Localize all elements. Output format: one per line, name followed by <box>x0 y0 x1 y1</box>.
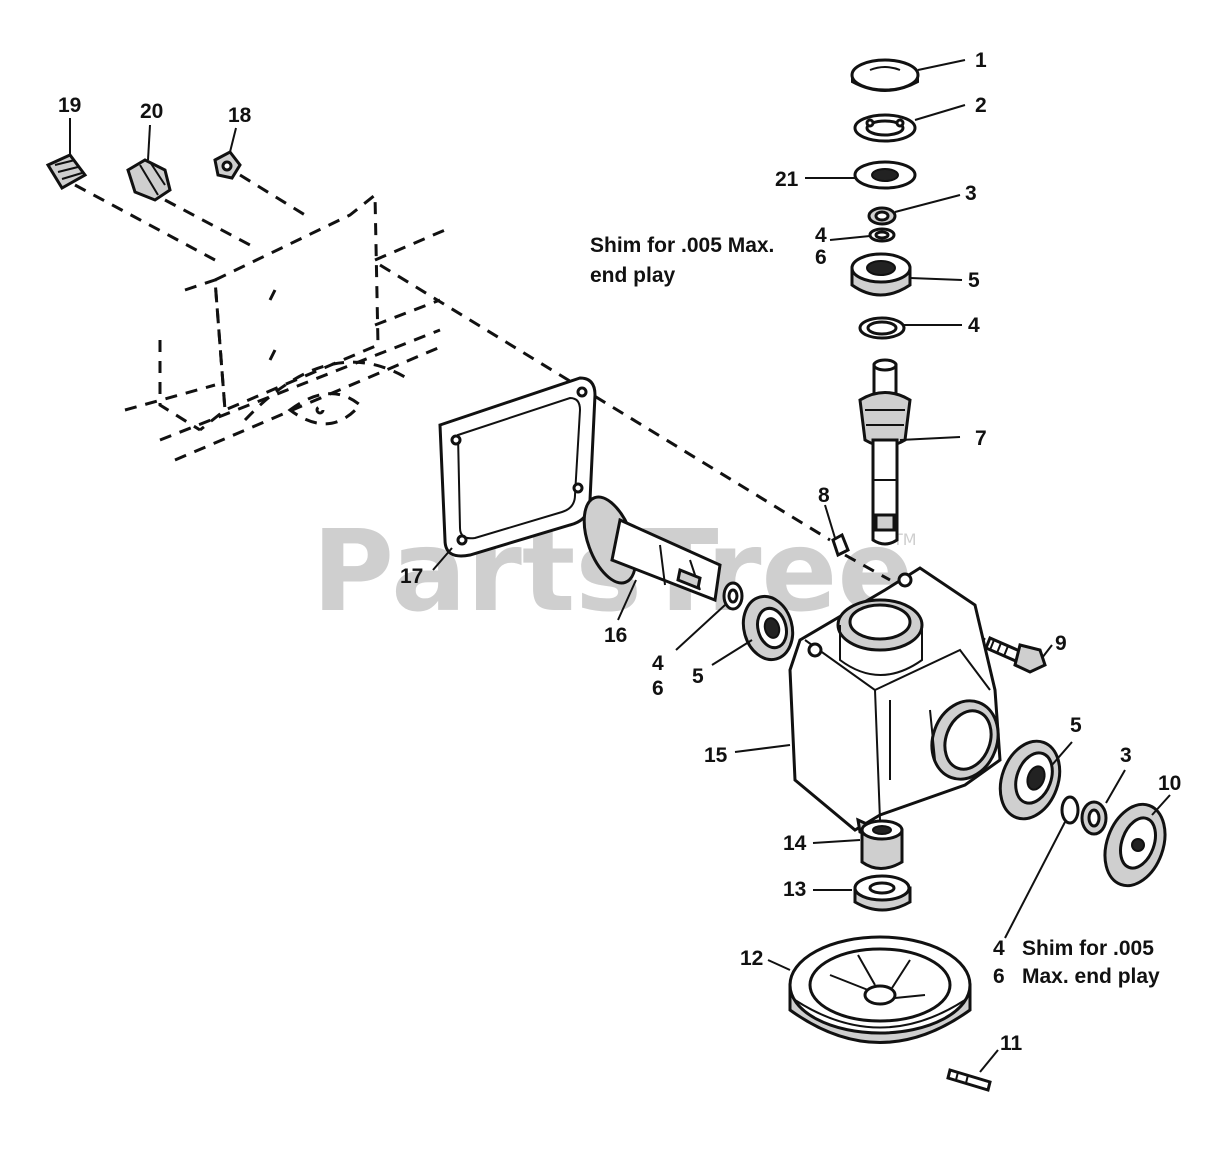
label-17: 17 <box>400 565 423 588</box>
label-5-right: 5 <box>1070 714 1082 737</box>
label-20: 20 <box>140 100 163 123</box>
part-8-key <box>831 532 850 558</box>
label-21: 21 <box>775 168 799 191</box>
part-labels: 1 2 21 3 4 6 5 4 7 8 9 19 20 18 17 16 4 … <box>58 49 1181 1055</box>
label-9: 9 <box>1055 632 1067 655</box>
label-3-right: 3 <box>1120 744 1132 767</box>
deck-frame-dashed <box>124 191 446 462</box>
label-19: 19 <box>58 94 81 117</box>
part-4-6-left-shim <box>722 581 744 611</box>
part-19-plug <box>45 153 88 191</box>
shim-notes: Shim for .005 Max. end play Shim for .00… <box>590 234 1160 988</box>
leader-lines <box>69 59 1171 1073</box>
note-bottom-line1: Shim for .005 <box>1022 937 1154 960</box>
label-11: 11 <box>1000 1032 1023 1055</box>
part-13-spacer <box>853 874 912 912</box>
label-4-left: 4 <box>652 652 664 675</box>
label-15: 15 <box>704 744 728 767</box>
label-6-top: 6 <box>815 246 827 269</box>
part-21-washer <box>853 160 917 190</box>
part-1-cap <box>850 58 920 92</box>
part-10-cap <box>1103 802 1167 888</box>
label-8: 8 <box>818 484 830 507</box>
label-16: 16 <box>604 624 627 647</box>
label-3-top: 3 <box>965 182 977 205</box>
label-1: 1 <box>975 49 987 72</box>
label-18: 18 <box>228 104 252 127</box>
label-4-bottom: 4 <box>993 937 1005 960</box>
part-4-mid-shim <box>858 316 906 340</box>
part-14-bushing <box>860 819 904 870</box>
part-2-retaining-ring <box>853 113 917 143</box>
part-18-nut <box>213 150 242 180</box>
part-5-top-bearing <box>850 252 912 297</box>
label-13: 13 <box>783 878 806 901</box>
part-9-bolt <box>984 636 1047 674</box>
part-16-shaft-gear <box>582 495 722 603</box>
part-7-vertical-shaft <box>858 358 912 546</box>
label-12: 12 <box>740 947 763 970</box>
note-top-line1: Shim for .005 Max. <box>590 234 774 257</box>
label-6-left: 6 <box>652 677 664 700</box>
part-15-gear-housing <box>788 566 1002 843</box>
label-7: 7 <box>975 427 987 450</box>
label-5-left: 5 <box>692 665 704 688</box>
label-5-top: 5 <box>968 269 980 292</box>
label-4-mid: 4 <box>968 314 980 337</box>
label-10: 10 <box>1158 772 1181 795</box>
part-5-right-bearing <box>998 739 1062 821</box>
part-17-gasket <box>438 376 597 558</box>
part-3-right-nut <box>1080 800 1108 836</box>
part-4-6-top-shim <box>868 227 896 243</box>
label-6-bottom: 6 <box>993 965 1005 988</box>
label-2: 2 <box>975 94 987 117</box>
part-20-fitting <box>126 158 172 202</box>
part-12-pulley <box>788 935 972 1044</box>
part-5-left-bearing <box>741 594 795 662</box>
note-top-line2: end play <box>590 264 676 287</box>
note-bottom-line2: Max. end play <box>1022 965 1160 988</box>
label-14: 14 <box>783 832 807 855</box>
label-4-top: 4 <box>815 224 827 247</box>
part-4-6-right-shim <box>1060 795 1080 825</box>
part-3-top-nut <box>867 206 897 226</box>
part-11-pin <box>946 1068 992 1092</box>
